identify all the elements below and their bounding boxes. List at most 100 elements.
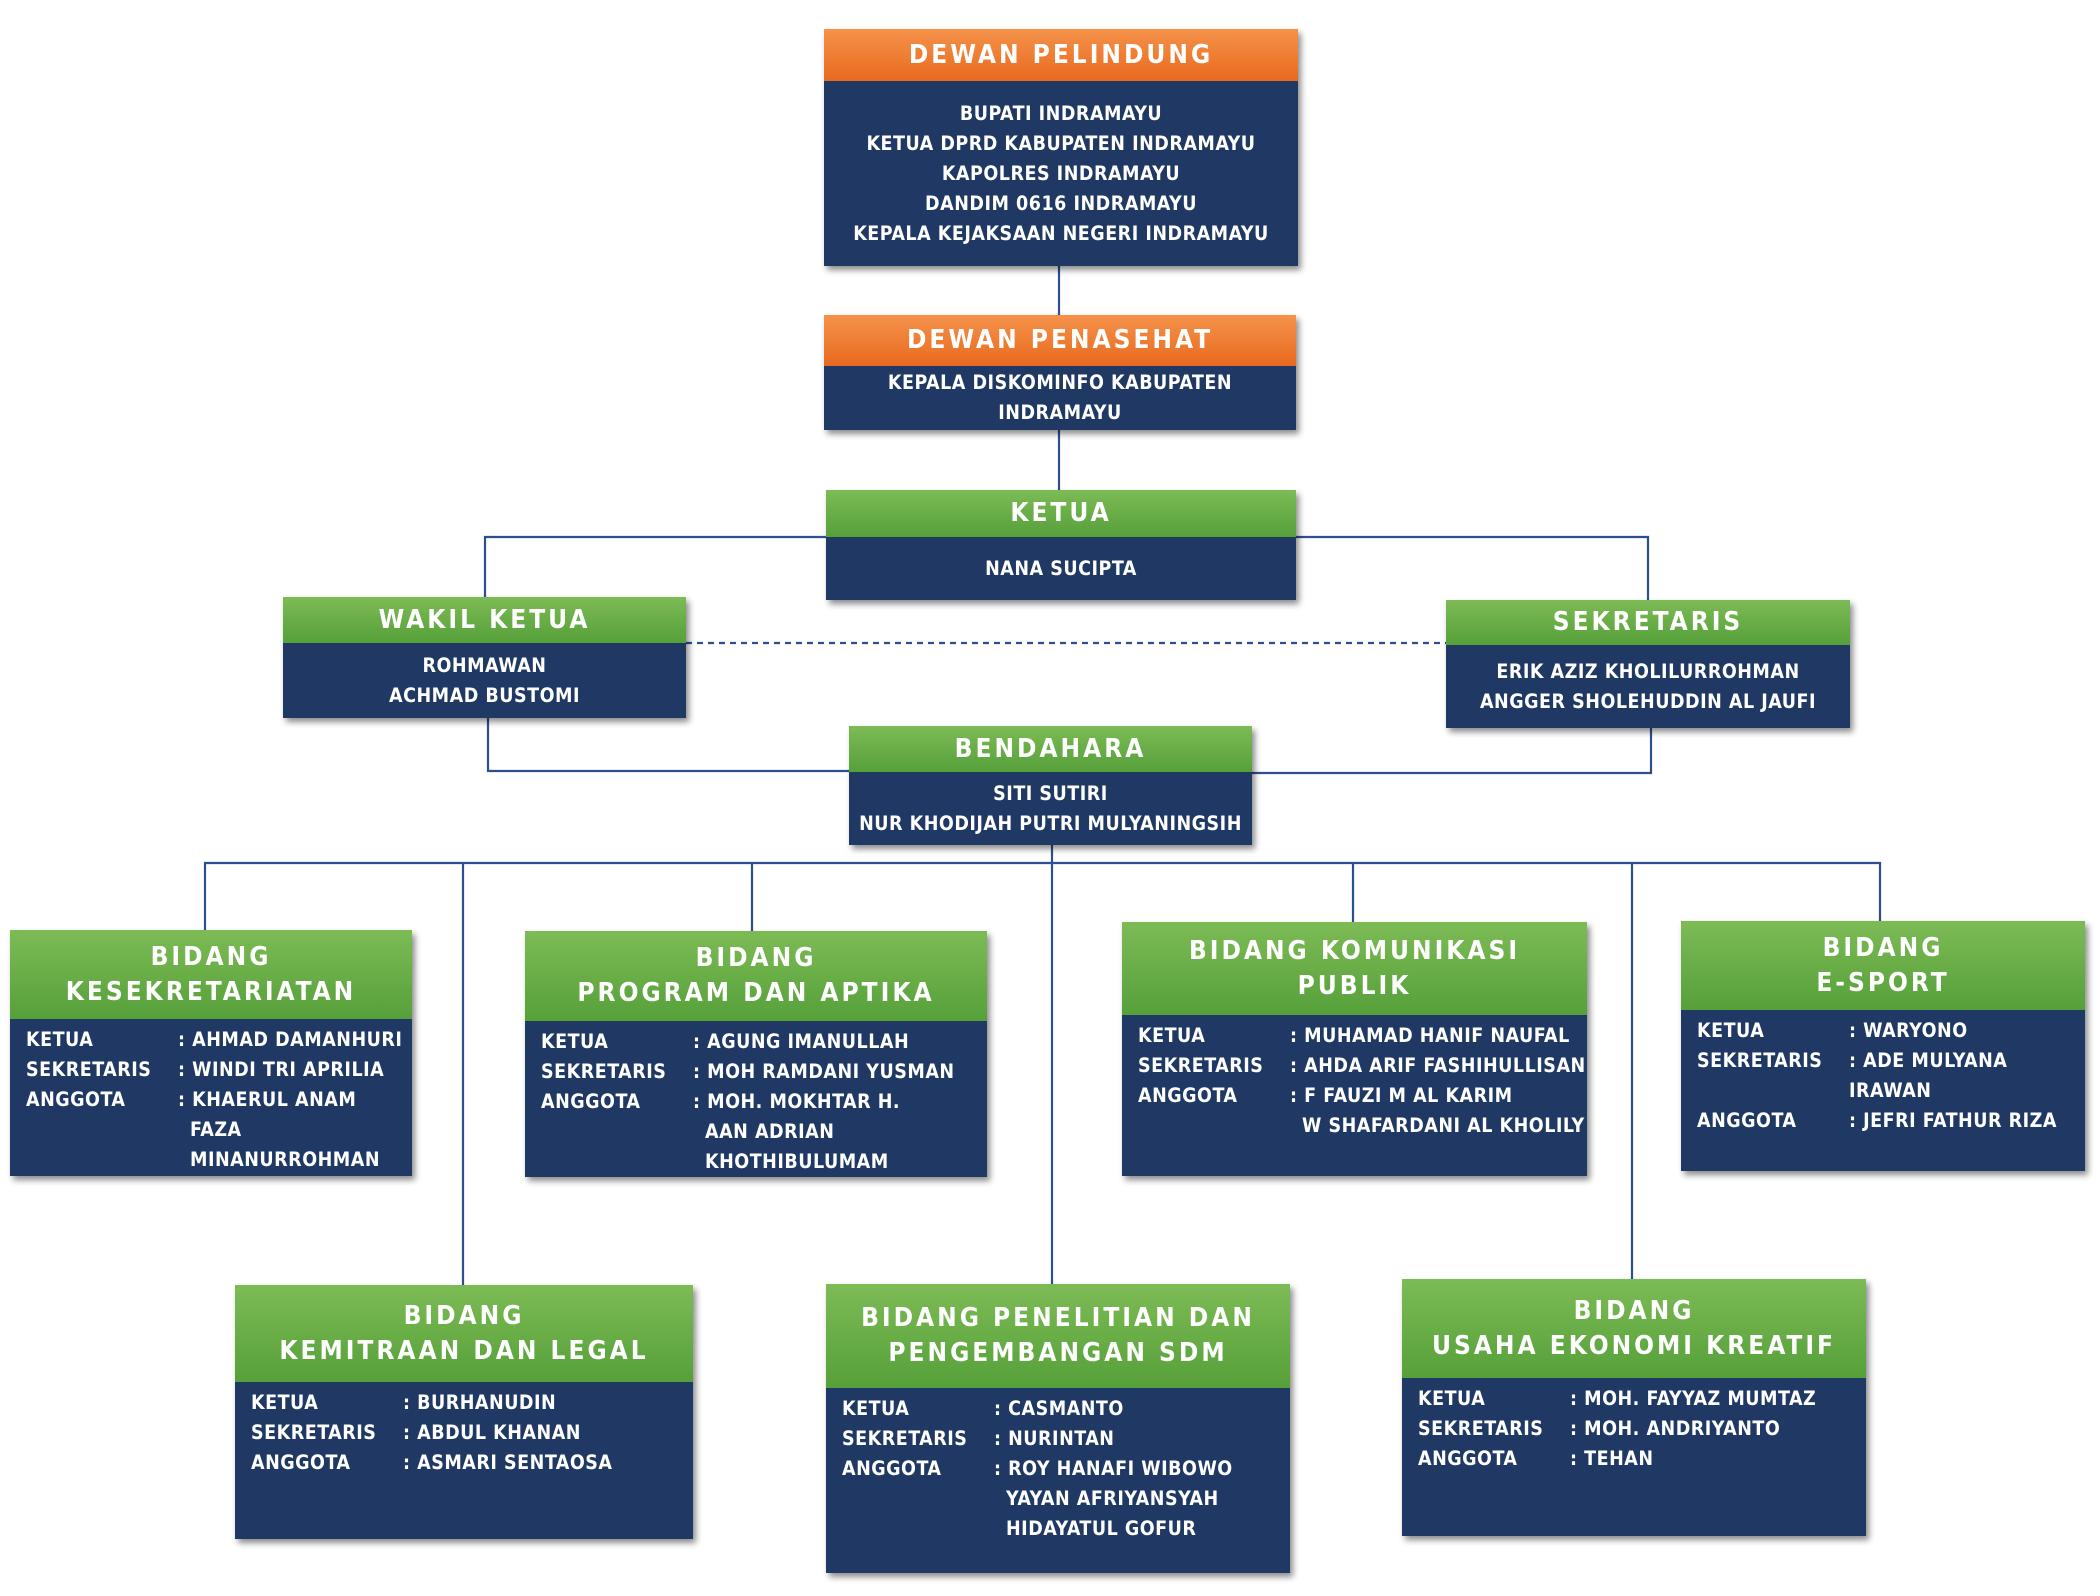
sekretaris-label: SEKRETARIS — [1697, 1049, 1823, 1072]
sekretaris-label: SEKRETARIS — [1138, 1054, 1264, 1077]
anggota-label: ANGGOTA — [842, 1457, 942, 1480]
ketua-name: WARYONO — [1849, 1016, 2085, 1046]
sekretaris-name: WINDI TRI APRILIA — [178, 1055, 412, 1085]
sekretaris-name: ADE MULYANA IRAWAN — [1849, 1046, 2085, 1106]
member: SITI SUTIRI — [993, 781, 1108, 805]
ketua-label: KETUA — [541, 1030, 609, 1053]
bidang-members: KETUAMOH. FAYYAZ MUMTAZ SEKRETARISMOH. A… — [1402, 1378, 1866, 1536]
sekretaris-label: SEKRETARIS — [1418, 1417, 1544, 1440]
ketua-name: MOH. FAYYAZ MUMTAZ — [1570, 1384, 1866, 1414]
sekretaris-label: SEKRETARIS — [26, 1058, 152, 1081]
member: DANDIM 0616 INDRAMAYU — [925, 191, 1197, 215]
member: KEPALA KEJAKSAAN NEGERI INDRAMAYU — [853, 221, 1269, 245]
anggota-label: ANGGOTA — [1138, 1084, 1238, 1107]
anggota-name: HIDAYATUL GOFUR — [1006, 1517, 1197, 1540]
ketua-members: NANA SUCIPTA — [826, 537, 1296, 600]
wakil-ketua-members: ROHMAWAN ACHMAD BUSTOMI — [283, 643, 686, 718]
member: NANA SUCIPTA — [985, 556, 1137, 580]
ketua-name: MUHAMAD HANIF NAUFAL — [1290, 1021, 1587, 1051]
connector — [1296, 535, 1650, 600]
sekretaris-members: ERIK AZIZ KHOLILURROHMAN ANGGER SHOLEHUD… — [1446, 645, 1850, 728]
connector — [1252, 728, 1653, 775]
member: ERIK AZIZ KHOLILURROHMAN — [1496, 659, 1800, 683]
ketua-name: AGUNG IMANULLAH — [693, 1027, 987, 1057]
dewan-pelindung-members: BUPATI INDRAMAYU KETUA DPRD KABUPATEN IN… — [824, 81, 1298, 266]
bidang-members: KETUABURHANUDIN SEKRETARISABDUL KHANAN A… — [235, 1382, 693, 1539]
bidang-members: KETUA AGUNG IMANULLAH SEKRETARIS MOH RAMDA… — [525, 1021, 987, 1177]
anggota-name: KHAERUL ANAM — [178, 1085, 412, 1115]
sekretaris-name: ABDUL KHANAN — [403, 1418, 693, 1448]
connector — [486, 718, 849, 773]
anggota-name: JEFRI FATHUR RIZA — [1849, 1106, 2085, 1136]
ketua-name: AHMAD DAMANHURI — [178, 1025, 412, 1055]
bidang-members: KETUA AHMAD DAMANHURI SEKRETARIS WINDI TRI… — [10, 1019, 412, 1176]
bendahara-box: BENDAHARA SITI SUTIRI NUR KHODIJAH PUTRI… — [849, 726, 1252, 845]
sekretaris-name: MOH. ANDRIYANTO — [1570, 1414, 1866, 1444]
anggota-label: ANGGOTA — [26, 1088, 126, 1111]
ketua-label: KETUA — [251, 1391, 319, 1414]
sekretaris-box: SEKRETARIS ERIK AZIZ KHOLILURROHMAN ANGG… — [1446, 600, 1850, 728]
member: ANGGER SHOLEHUDDIN AL JAUFI — [1479, 689, 1817, 713]
member: KEPALA DISKOMINFO KABUPATEN INDRAMAYU — [887, 371, 1233, 424]
sekretaris-label: SEKRETARIS — [251, 1421, 377, 1444]
anggota-name: ROY HANAFI WIBOWO — [994, 1454, 1290, 1484]
wakil-ketua-header: WAKIL KETUA — [283, 597, 686, 643]
sekretaris-label: SEKRETARIS — [541, 1060, 667, 1083]
anggota-name: YAYAN AFRIYANSYAH — [1006, 1487, 1219, 1510]
bendahara-members: SITI SUTIRI NUR KHODIJAH PUTRI MULYANING… — [849, 772, 1252, 845]
sekretaris-header: SEKRETARIS — [1446, 600, 1850, 645]
bendahara-header: BENDAHARA — [849, 726, 1252, 772]
anggota-name: TEHAN — [1570, 1444, 1866, 1474]
wakil-ketua-box: WAKIL KETUA ROHMAWAN ACHMAD BUSTOMI — [283, 597, 686, 718]
dewan-penasehat-members: KEPALA DISKOMINFO KABUPATEN INDRAMAYU — [824, 366, 1296, 430]
member: ACHMAD BUSTOMI — [389, 683, 580, 707]
member: KAPOLRES INDRAMAYU — [941, 161, 1181, 185]
anggota-label: ANGGOTA — [541, 1090, 641, 1113]
dewan-penasehat-box: DEWAN PENASEHAT KEPALA DISKOMINFO KABUPA… — [824, 315, 1296, 430]
dewan-penasehat-header: DEWAN PENASEHAT — [824, 315, 1296, 366]
sekretaris-name: AHDA ARIF FASHIHULLISAN — [1290, 1051, 1587, 1081]
anggota-name: ASMARI SENTAOSA — [403, 1448, 693, 1478]
anggota-label: ANGGOTA — [1418, 1447, 1518, 1470]
ketua-label: KETUA — [26, 1028, 94, 1051]
member: ROHMAWAN — [422, 653, 547, 677]
anggota-label: ANGGOTA — [1697, 1109, 1797, 1132]
ketua-label: KETUA — [1697, 1019, 1765, 1042]
ketua-label: KETUA — [1138, 1024, 1206, 1047]
anggota-name: MOH. MOKHTAR H. — [693, 1087, 987, 1117]
member: KETUA DPRD KABUPATEN INDRAMAYU — [866, 131, 1256, 155]
ketua-box: KETUA NANA SUCIPTA — [826, 490, 1296, 600]
sekretaris-label: SEKRETARIS — [842, 1427, 968, 1450]
ketua-label: KETUA — [842, 1397, 910, 1420]
ketua-header: KETUA — [826, 490, 1296, 537]
sekretaris-name: MOH RAMDANI YUSMAN — [693, 1057, 987, 1087]
bidang-members: KETUA WARYONO SEKRETARIS ADE MULYANA IRAWA… — [1681, 1010, 2085, 1171]
dewan-pelindung-header: DEWAN PELINDUNG — [824, 29, 1298, 81]
anggota-name: W SHAFARDANI AL KHOLILY — [1302, 1114, 1585, 1137]
anggota-name: AAN ADRIAN KHOTHIBULUMAM — [705, 1120, 889, 1173]
member: BUPATI INDRAMAYU — [959, 101, 1163, 125]
sekretaris-name: NURINTAN — [994, 1424, 1290, 1454]
ketua-name: CASMANTO — [994, 1394, 1290, 1424]
bidang-members: KETUA MUHAMAD HANIF NAUFAL SEKRETARIS AHDA… — [1122, 1015, 1587, 1176]
dewan-pelindung-box: DEWAN PELINDUNG BUPATI INDRAMAYU KETUA D… — [824, 29, 1298, 266]
anggota-name: F FAUZI M AL KARIM — [1290, 1081, 1587, 1111]
connector — [203, 861, 1882, 930]
member: NUR KHODIJAH PUTRI MULYANINGSIH — [859, 811, 1242, 835]
anggota-name: FAZA MINANURROHMAN — [190, 1118, 381, 1171]
